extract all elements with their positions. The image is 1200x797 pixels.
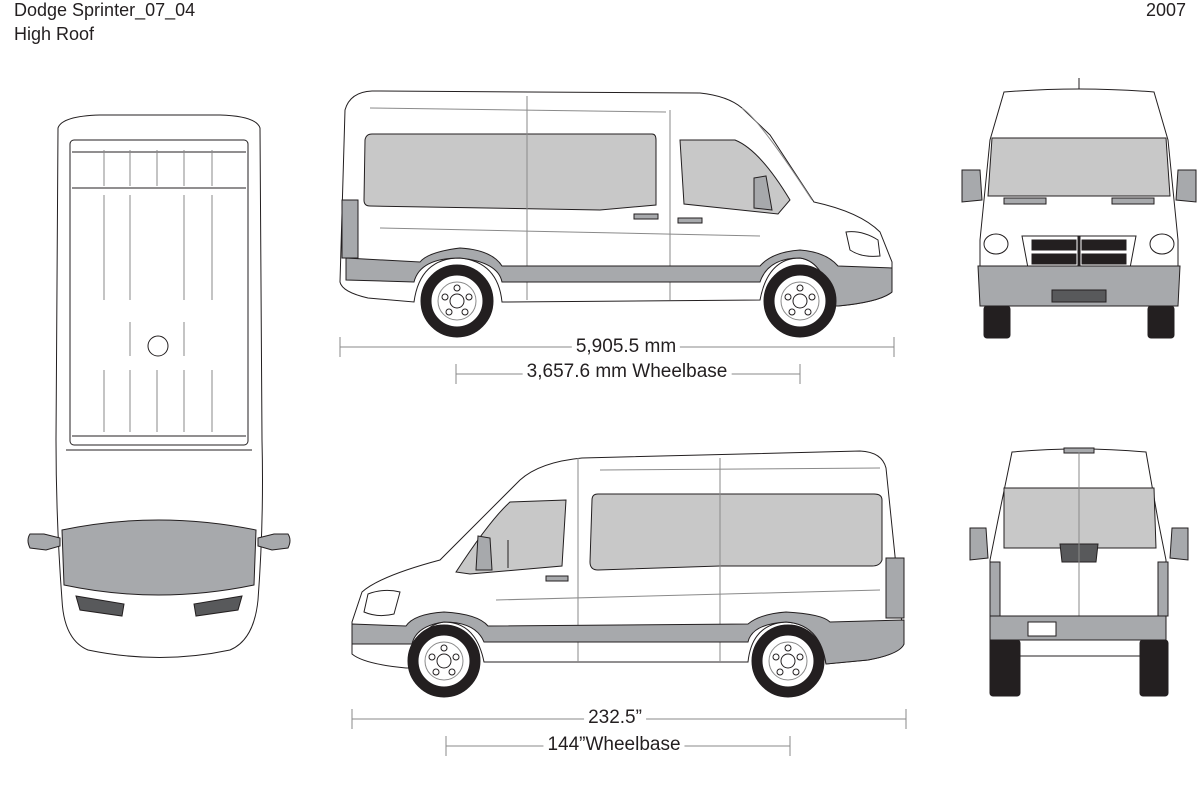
top-view: [27, 114, 291, 658]
rear-view: [969, 447, 1189, 697]
model-year: 2007: [1145, 0, 1186, 20]
drawing-title: Dodge Sprinter_07_04: [14, 0, 196, 20]
overall-length-imperial: 232.5”: [584, 707, 646, 729]
drawing-subtitle: High Roof: [14, 24, 95, 44]
side-view-right: [339, 90, 893, 338]
wheelbase-metric: 3,657.6 mm Wheelbase: [522, 361, 732, 383]
side-view-left: [351, 450, 905, 698]
front-view: [961, 78, 1197, 339]
wheelbase-imperial: 144”Wheelbase: [543, 734, 685, 756]
overall-length-metric: 5,905.5 mm: [571, 336, 681, 358]
